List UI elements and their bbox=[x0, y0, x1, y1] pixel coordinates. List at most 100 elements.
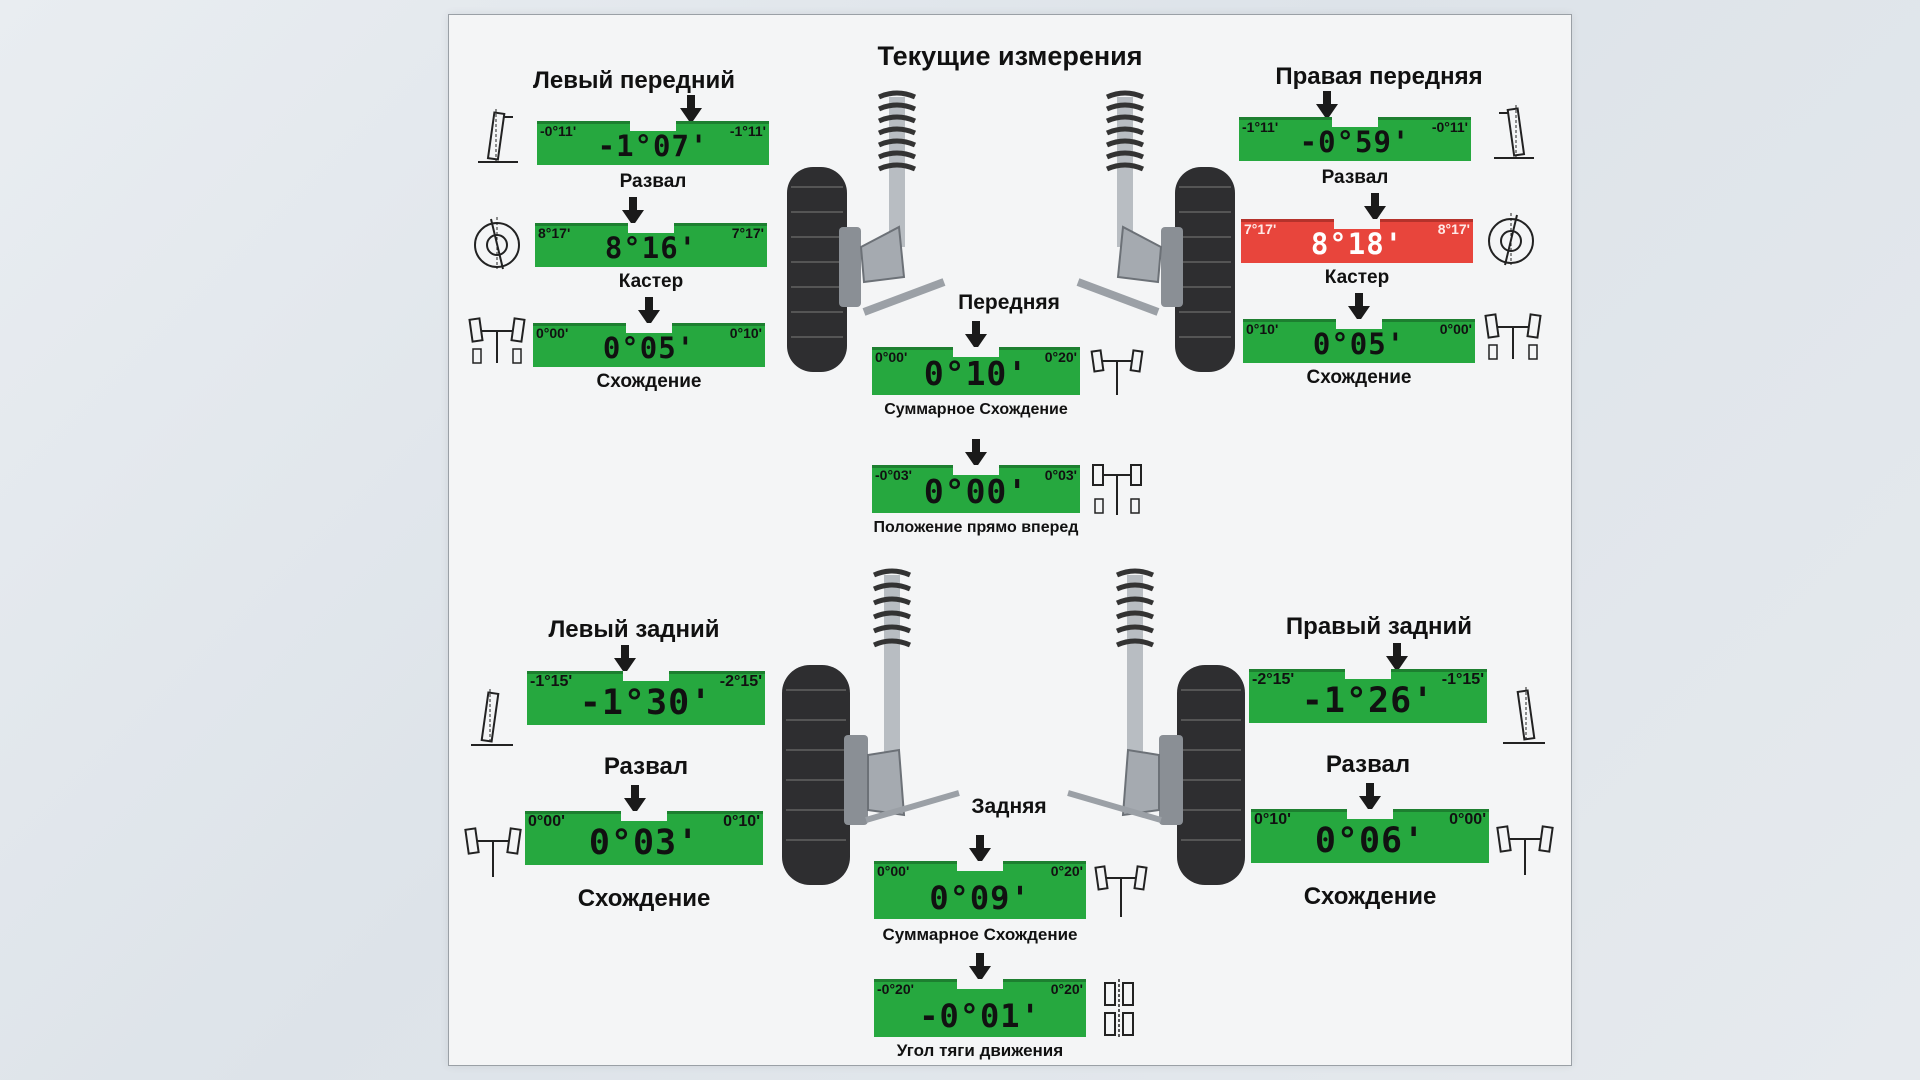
straight-ahead-meter: -0°03' 0°03' 0°00' bbox=[872, 439, 1080, 513]
toe-diagram-icon bbox=[1484, 313, 1542, 360]
meter-value: 8°16' bbox=[604, 231, 698, 265]
toe-diagram-icon bbox=[468, 317, 526, 364]
meter-min: 0°00' bbox=[536, 325, 569, 341]
meter-max: 0°00' bbox=[1439, 321, 1472, 337]
meter-min: -0°11' bbox=[540, 123, 577, 139]
caster-diagram-icon bbox=[1488, 213, 1534, 266]
indicator-arrow bbox=[1364, 193, 1386, 223]
indicator-arrow bbox=[965, 321, 987, 351]
front-right-camber-caption: Развал bbox=[1321, 167, 1389, 188]
meter-max: 0°20' bbox=[1050, 863, 1083, 879]
camber-diagram-icon bbox=[1503, 687, 1545, 744]
indicator-arrow bbox=[1359, 783, 1381, 813]
tolerance-notch bbox=[1334, 219, 1380, 229]
thrust-angle-icon bbox=[1104, 979, 1134, 1039]
front-right-camber-meter: -1°11' -0°11' -0°59' bbox=[1239, 91, 1471, 161]
straight-ahead-caption: Положение прямо вперед bbox=[873, 519, 1079, 536]
tolerance-notch bbox=[957, 979, 1003, 989]
meter-min: -0°03' bbox=[875, 467, 912, 483]
tolerance-notch bbox=[623, 671, 669, 681]
tolerance-notch bbox=[1345, 669, 1391, 679]
alignment-report-sheet: Текущие измерения bbox=[448, 14, 1572, 1066]
front-right-toe-caption: Схождение bbox=[1306, 367, 1412, 388]
meter-min: 0°00' bbox=[875, 349, 908, 365]
camber-diagram-icon bbox=[478, 109, 518, 163]
meter-value: -1°30' bbox=[579, 683, 713, 723]
tolerance-notch bbox=[1336, 319, 1382, 329]
meter-max: 8°17' bbox=[1437, 221, 1470, 237]
meter-value: -0°01' bbox=[919, 997, 1041, 1035]
rear-left-camber-caption: Развал bbox=[603, 753, 689, 780]
camber-diagram-icon bbox=[471, 689, 513, 746]
meter-min: -0°20' bbox=[877, 981, 914, 997]
indicator-arrow bbox=[965, 439, 987, 469]
rear-right-label: Правый задний bbox=[1285, 613, 1473, 640]
meter-value: 0°05' bbox=[602, 331, 696, 365]
indicator-arrow bbox=[969, 835, 991, 865]
thrust-angle-caption: Угол тяги движения bbox=[896, 1041, 1064, 1060]
indicator-arrow bbox=[1348, 293, 1370, 323]
total-toe-diagram-icon bbox=[1094, 865, 1148, 917]
rear-left-label: Левый задний bbox=[548, 616, 720, 643]
meter-max: 7°17' bbox=[731, 225, 764, 241]
meter-value: 8°18' bbox=[1310, 227, 1404, 261]
front-right-caster-caption: Кастер bbox=[1324, 267, 1390, 288]
tolerance-notch bbox=[957, 861, 1003, 871]
front-left-toe-meter: 0°00' 0°10' 0°05' bbox=[533, 297, 765, 367]
steering-straight-icon bbox=[1092, 464, 1142, 515]
rear-left-suspension-image bbox=[782, 568, 960, 885]
meter-max: -1°15' bbox=[1441, 671, 1484, 688]
meter-value: 0°10' bbox=[923, 354, 1029, 393]
rear-left-toe-caption: Схождение bbox=[577, 885, 711, 912]
rear-total-toe-caption: Суммарное Схождение bbox=[882, 925, 1078, 944]
meter-value: 0°00' bbox=[923, 472, 1029, 511]
front-right-suspension-image bbox=[1076, 90, 1235, 372]
meter-min: -1°15' bbox=[530, 673, 573, 690]
front-left-camber-meter: -0°11' -1°11' -1°07' bbox=[537, 95, 769, 165]
meter-min: 0°00' bbox=[877, 863, 910, 879]
tolerance-notch bbox=[953, 465, 999, 475]
meter-min: 0°10' bbox=[1254, 811, 1291, 828]
indicator-arrow bbox=[624, 785, 646, 815]
toe-diagram-icon bbox=[1496, 825, 1554, 875]
meter-value: 0°05' bbox=[1312, 327, 1406, 361]
toe-diagram-icon bbox=[464, 827, 522, 877]
front-right-caster-meter: 7°17' 8°17' 8°18' bbox=[1241, 193, 1473, 263]
meter-min: -2°15' bbox=[1252, 671, 1295, 688]
meter-value: 0°09' bbox=[929, 879, 1031, 917]
meter-min: 0°00' bbox=[528, 813, 565, 830]
meter-min: 8°17' bbox=[538, 225, 571, 241]
caster-diagram-icon bbox=[474, 217, 520, 270]
rear-right-suspension-image bbox=[1067, 568, 1245, 885]
front-left-camber-caption: Развал bbox=[619, 171, 687, 192]
meter-max: -2°15' bbox=[719, 673, 762, 690]
meter-max: 0°20' bbox=[1044, 349, 1077, 365]
meter-min: 7°17' bbox=[1244, 221, 1277, 237]
rear-right-toe-meter: 0°10' 0°00' 0°06' bbox=[1251, 783, 1489, 863]
tolerance-notch bbox=[630, 121, 676, 131]
rear-axle-label: Задняя bbox=[971, 795, 1047, 818]
rear-right-toe-caption: Схождение bbox=[1303, 883, 1437, 910]
front-left-suspension-image bbox=[787, 90, 946, 372]
tolerance-notch bbox=[1332, 117, 1378, 127]
camber-diagram-icon bbox=[1494, 105, 1534, 159]
front-total-toe-caption: Суммарное Схождение bbox=[884, 401, 1068, 418]
meter-max: 0°10' bbox=[723, 813, 760, 830]
indicator-arrow bbox=[622, 197, 644, 227]
meter-value: -0°59' bbox=[1299, 125, 1411, 159]
front-axle-label: Передняя bbox=[958, 291, 1060, 314]
front-total-toe-meter: 0°00' 0°20' 0°10' bbox=[872, 321, 1080, 395]
meter-max: 0°20' bbox=[1050, 981, 1083, 997]
total-toe-diagram-icon bbox=[1090, 349, 1144, 395]
front-left-label: Левый передний bbox=[533, 67, 735, 94]
indicator-arrow bbox=[1386, 643, 1408, 673]
tolerance-notch bbox=[1347, 809, 1393, 819]
front-left-toe-caption: Схождение bbox=[596, 371, 702, 392]
rear-total-toe-meter: 0°00' 0°20' 0°09' bbox=[874, 835, 1086, 919]
rear-right-camber-meter: -2°15' -1°15' -1°26' bbox=[1249, 643, 1487, 723]
tolerance-notch bbox=[628, 223, 674, 233]
meter-value: 0°03' bbox=[588, 823, 700, 863]
tolerance-notch bbox=[953, 347, 999, 357]
meter-value: -1°26' bbox=[1301, 681, 1435, 721]
page-title: Текущие измерения bbox=[877, 41, 1143, 71]
